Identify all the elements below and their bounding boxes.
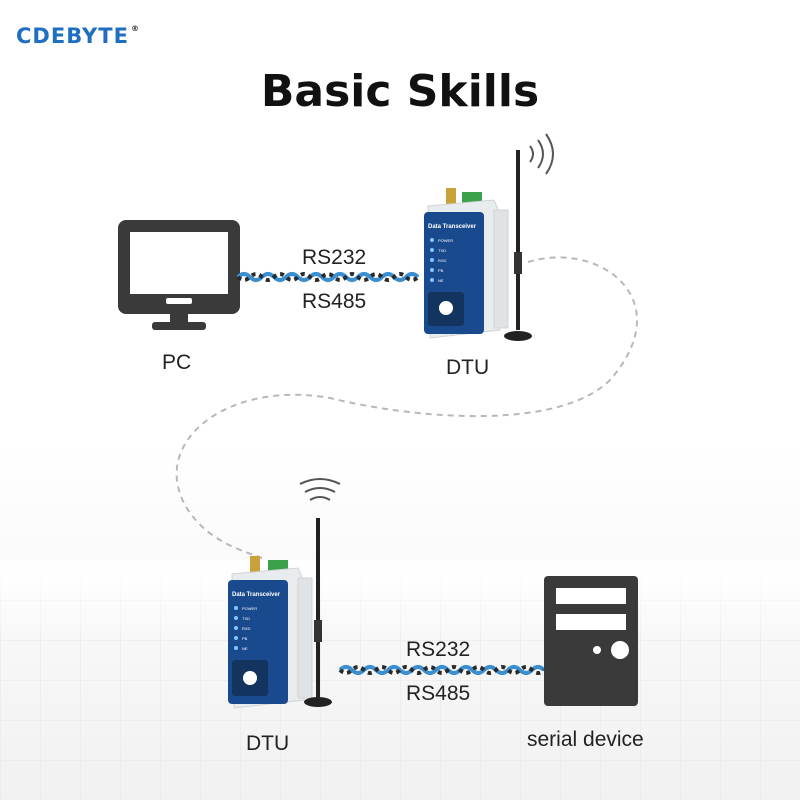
led-label: RXD xyxy=(242,626,251,631)
serial-device-icon xyxy=(544,576,638,706)
sma-connector xyxy=(446,188,456,206)
dtu-bottom-label: DTU xyxy=(246,732,290,755)
led-label: PB xyxy=(438,268,444,273)
brand-logo: CDEBYTE® xyxy=(16,24,140,48)
led-label: PB xyxy=(242,636,248,641)
link-bottom-lower-label: RS485 xyxy=(406,682,471,705)
link-bottom-upper-label: RS232 xyxy=(406,638,471,661)
link-top-upper-label: RS232 xyxy=(302,246,367,269)
signal-icon xyxy=(309,496,331,501)
panel-title: Data Transceiver xyxy=(428,224,477,230)
led-label: TXD xyxy=(438,248,446,253)
link-top-lower-label: RS485 xyxy=(302,290,367,313)
robot-logo-icon xyxy=(243,671,257,685)
page-title: Basic Skills xyxy=(260,66,540,117)
led-label: TXD xyxy=(242,616,250,621)
led-label: POWER xyxy=(242,606,257,611)
cable-bottom xyxy=(338,665,546,675)
registered-mark: ® xyxy=(130,24,140,33)
pc-label: PC xyxy=(162,351,192,374)
dtu-device-top: Data Transceiver POWER TXD RXD PB NE xyxy=(424,133,554,341)
led-label: NE xyxy=(242,646,248,651)
pc-icon xyxy=(118,220,240,330)
led-label: NE xyxy=(438,278,444,283)
serial-device-label: serial device xyxy=(527,728,644,751)
led-label: RXD xyxy=(438,258,447,263)
signal-icon xyxy=(529,145,534,163)
dtu-device-bottom: Data Transceiver POWER TXD RXD PB NE xyxy=(228,478,341,709)
brand-name: CDEBYTE xyxy=(16,24,129,48)
dtu-top-label: DTU xyxy=(446,356,490,379)
panel-title: Data Transceiver xyxy=(232,592,281,598)
robot-logo-icon xyxy=(439,301,453,315)
wireless-link xyxy=(175,256,638,559)
cable-top xyxy=(236,272,420,282)
sma-connector xyxy=(250,556,260,574)
led-label: POWER xyxy=(438,238,453,243)
